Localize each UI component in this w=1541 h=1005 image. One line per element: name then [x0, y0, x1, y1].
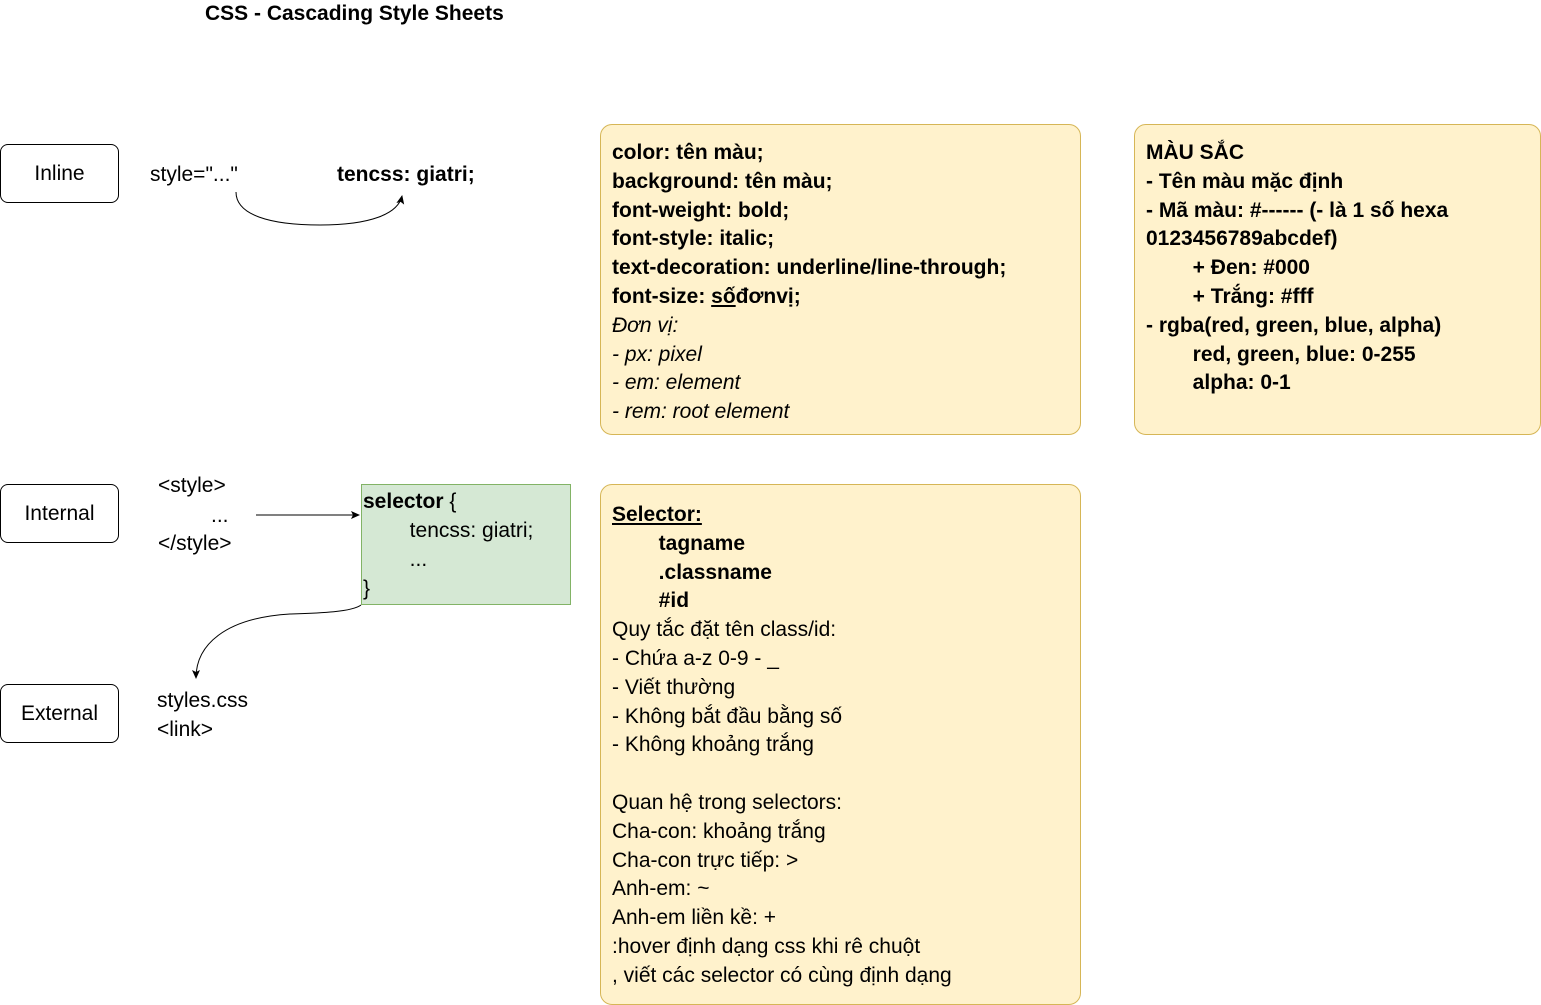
unit-em: - em: element — [612, 371, 741, 395]
internal-label: Internal — [24, 501, 95, 525]
color-alpha-range: alpha: 0-1 — [1146, 371, 1291, 395]
rule-declaration: tencss: giatri; — [363, 519, 534, 542]
external-file-name: styles.css — [157, 689, 249, 712]
external-link-tag: <link> — [157, 718, 214, 741]
inline-label: Inline — [34, 161, 85, 185]
selector-keyword: selector — [363, 490, 444, 513]
color-hex: - Mã màu: #------ (- là 1 số hexa — [1146, 198, 1449, 222]
relation-descendant: Cha-con: khoảng trắng — [612, 819, 826, 843]
relation-child: Cha-con trực tiếp: > — [612, 848, 799, 872]
prop-font-size: font-size: sốđơnvị; — [612, 283, 1069, 312]
selector-heading: Selector: — [612, 503, 702, 526]
blank-line — [612, 760, 1069, 789]
inline-style-attr: style="..." — [150, 163, 238, 186]
naming-rule-no-space: - Không khoảng trắng — [612, 733, 814, 757]
relation-grouping: , viết các selector có cùng định dạng — [612, 963, 952, 987]
prop-font-weight: font-weight: bold; — [612, 198, 790, 222]
style-dots: ... — [211, 504, 229, 527]
relation-adjacent: Anh-em liền kề: + — [612, 906, 777, 930]
prop-background: background: tên màu; — [612, 169, 833, 193]
naming-rules-heading: Quy tắc đặt tên class/id: — [612, 618, 837, 642]
style-open-tag: <style> — [158, 474, 226, 497]
properties-note: color: tên màu; background: tên màu; font-… — [600, 124, 1081, 435]
selector-id: #id — [612, 589, 690, 613]
color-black: + Đen: #000 — [1146, 256, 1310, 280]
relation-sibling: Anh-em: ~ — [612, 877, 710, 901]
font-size-number: số — [711, 284, 736, 308]
external-method-box: External — [0, 684, 119, 743]
unit-px: - px: pixel — [612, 342, 702, 366]
inline-rule: tencss: giatri; — [337, 163, 475, 186]
relation-hover: :hover định dạng css khi rê chuột — [612, 934, 921, 958]
units-heading: Đơn vị: — [612, 313, 679, 337]
close-brace: } — [363, 577, 371, 600]
color-note: MÀU SẮC - Tên màu mặc định - Mã màu: #----… — [1134, 124, 1541, 435]
font-size-prefix: font-size: — [612, 284, 712, 308]
color-rgb-range: red, green, blue: 0-255 — [1146, 342, 1416, 366]
page-title: CSS - Cascading Style Sheets — [205, 2, 504, 25]
unit-rem: - rem: root element — [612, 400, 790, 424]
color-hex-digits: 0123456789abcdef) — [1146, 227, 1338, 251]
internal-method-box: Internal — [0, 484, 119, 543]
color-rgba: - rgba(red, green, blue, alpha) — [1146, 313, 1442, 337]
style-close-tag: </style> — [158, 532, 232, 555]
naming-rule-lowercase: - Viết thường — [612, 675, 736, 699]
open-brace: { — [443, 490, 457, 513]
inline-curve-arrow — [235, 191, 405, 226]
external-label: External — [20, 701, 99, 725]
naming-rule-chars: - Chứa a-z 0-9 - _ — [612, 646, 779, 670]
rule-dots: ... — [363, 548, 428, 571]
selector-classname: .classname — [612, 560, 772, 584]
relations-heading: Quan hệ trong selectors: — [612, 790, 842, 814]
naming-rule-no-digit-start: - Không bắt đầu bằng số — [612, 704, 843, 728]
prop-text-decoration: text-decoration: underline/line-through; — [612, 256, 1007, 280]
color-named: - Tên màu mặc định — [1146, 169, 1344, 193]
prop-font-style: font-style: italic; — [612, 227, 775, 251]
external-curve-arrow — [192, 604, 362, 679]
selector-tagname: tagname — [612, 531, 746, 555]
inline-method-box: Inline — [0, 144, 119, 203]
font-size-suffix: đơnvị; — [735, 284, 801, 308]
color-heading: MÀU SẮC — [1146, 141, 1244, 164]
selector-rule-block: selector { tencss: giatri; ... } — [361, 484, 571, 605]
color-white: + Trắng: #fff — [1146, 284, 1314, 308]
prop-color: color: tên màu; — [612, 141, 764, 164]
